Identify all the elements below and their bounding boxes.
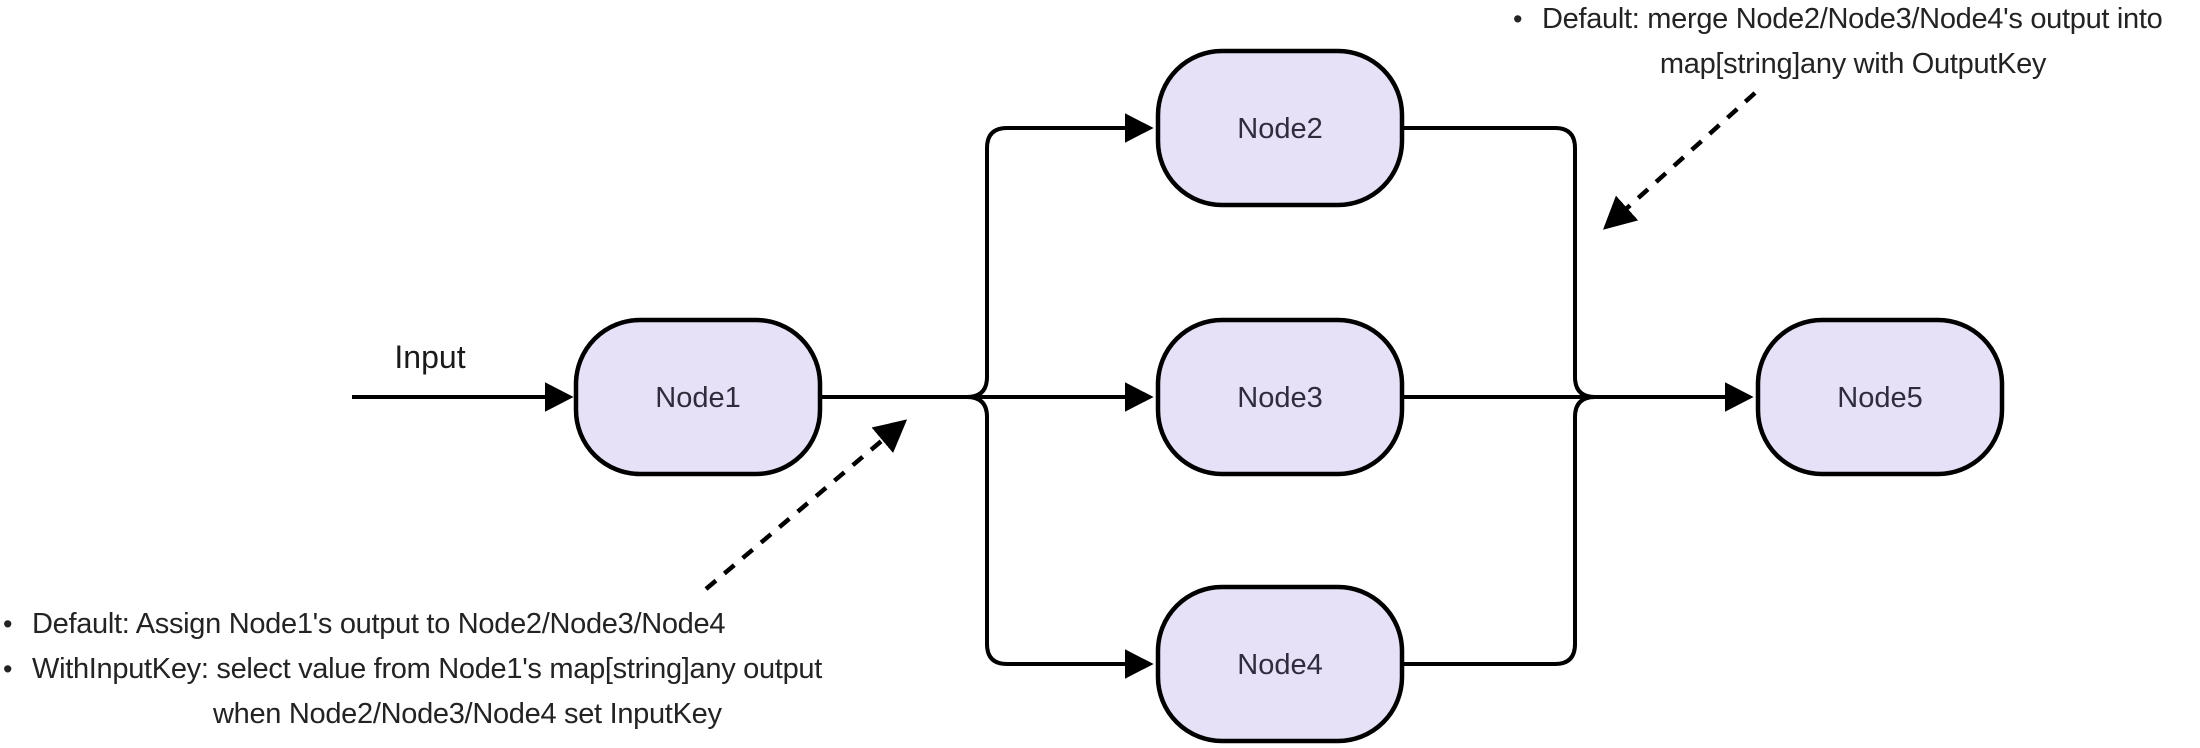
- node2-shape: [1155, 48, 1405, 208]
- edge-node1-to-node4: [818, 395, 1154, 679]
- node5-label: Node5: [1837, 382, 1922, 414]
- assign-note-line-1: • Default: Assign Node1's output to Node2…: [3, 602, 883, 647]
- bullet-icon: •: [3, 609, 13, 639]
- assign-output-note: • Default: Assign Node1's output to Node2…: [3, 602, 883, 737]
- node-node3: Node3: [1155, 317, 1405, 477]
- node1-shape: [573, 317, 823, 477]
- node-node1: Node1: [573, 317, 823, 477]
- dashed-arrow-merge-note: [1602, 91, 1757, 230]
- node4-shape: [1155, 584, 1405, 744]
- node-node4: Node4: [1155, 584, 1405, 744]
- node1-label: Node1: [655, 382, 740, 414]
- edge-node1-to-node2: [818, 113, 1154, 399]
- bullet-icon: •: [3, 654, 13, 684]
- bullet-icon: •: [1513, 4, 1523, 34]
- node-node2: Node2: [1155, 48, 1405, 208]
- input-edge-label: Input: [394, 339, 465, 375]
- merge-note-line-1: • Default: merge Node2/Node3/Node4's outp…: [1513, 0, 2193, 42]
- node-node5: Node5: [1755, 317, 2005, 477]
- merge-output-note: • Default: merge Node2/Node3/Node4's outp…: [1513, 0, 2193, 87]
- assign-note-text-2: WithInputKey: select value from Node1's …: [32, 653, 822, 685]
- merge-note-line-2: map[string]any with OutputKey: [1659, 48, 2047, 80]
- node3-shape: [1155, 317, 1405, 477]
- node4-label: Node4: [1237, 649, 1322, 681]
- assign-note-line-2: • WithInputKey: select value from Node1's…: [3, 647, 883, 692]
- node3-label: Node3: [1237, 382, 1322, 414]
- node2-label: Node2: [1237, 113, 1322, 145]
- dashed-arrow-assign-note: [704, 419, 908, 591]
- assign-note-line-3: when Node2/Node3/Node4 set InputKey: [213, 698, 722, 730]
- assign-note-text-1: Default: Assign Node1's output to Node2/…: [32, 608, 726, 640]
- edge-node2-to-node5: [1402, 126, 1596, 399]
- edge-node4-to-node5: [1402, 395, 1596, 666]
- node5-shape: [1755, 317, 2005, 477]
- merge-note-text-1: Default: merge Node2/Node3/Node4's outpu…: [1542, 3, 2163, 35]
